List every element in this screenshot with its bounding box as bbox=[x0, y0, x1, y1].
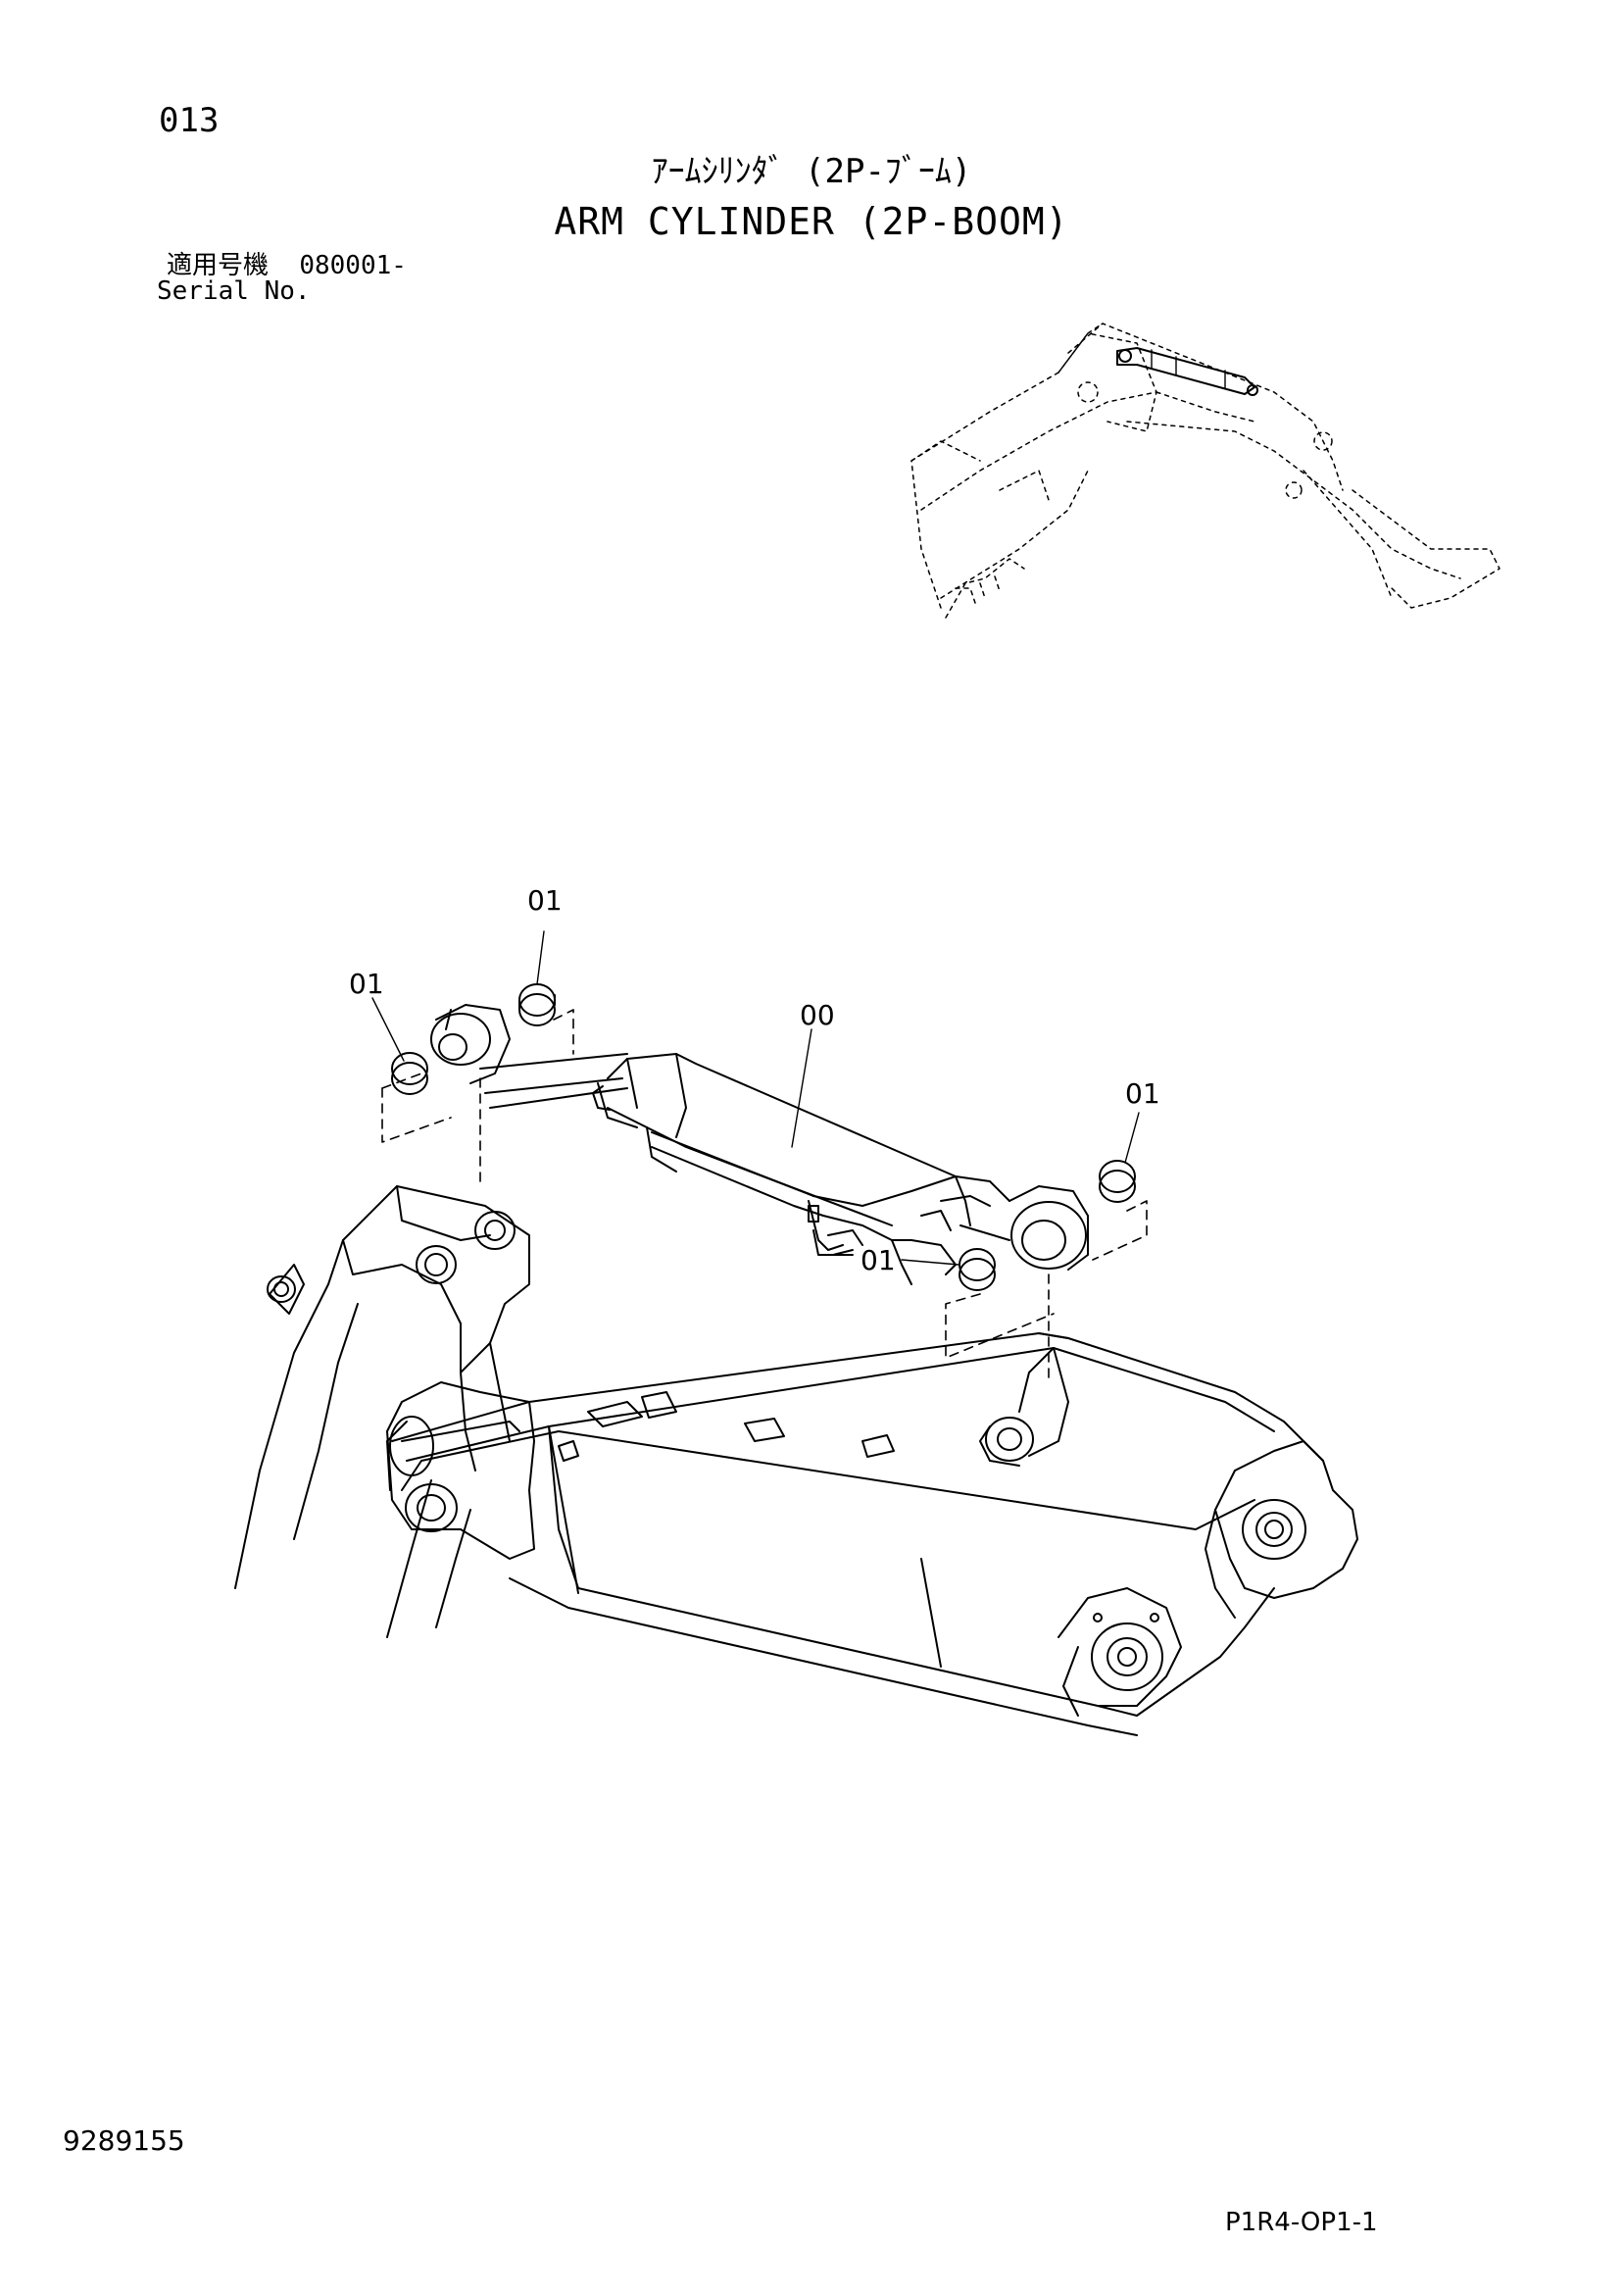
assembly-guide-lines bbox=[381, 1009, 1148, 1383]
serial-value: 080001- bbox=[299, 251, 407, 280]
serial-label-japanese: 適用号機 bbox=[167, 251, 270, 280]
page-code: P1R4-OP1-1 bbox=[1225, 2208, 1378, 2237]
serial-label-english: Serial No. bbox=[157, 276, 311, 306]
page-number: 013 bbox=[159, 101, 220, 140]
arm-cylinder-drawing bbox=[391, 983, 1136, 1291]
title-japanese: ｱｰﾑｼﾘﾝﾀﾞ (2P-ﾌﾞｰﾑ) bbox=[651, 152, 972, 191]
callout-bushing-left: 01 bbox=[349, 968, 384, 1000]
callout-leaders bbox=[371, 930, 1140, 1266]
callout-bushing-top: 01 bbox=[527, 884, 563, 917]
inset-excavator-outline bbox=[910, 323, 1500, 619]
callout-cylinder: 00 bbox=[800, 999, 835, 1031]
title-english: ARM CYLINDER (2P-BOOM) bbox=[554, 200, 1069, 243]
callout-bushing-right-lower: 01 bbox=[861, 1244, 896, 1276]
serial-line-japanese: 適用号機 080001- bbox=[167, 253, 407, 278]
drawing-number: 9289155 bbox=[63, 2124, 185, 2157]
arm-structure-drawing bbox=[234, 1185, 1358, 1736]
callout-bushing-right-upper: 01 bbox=[1125, 1077, 1160, 1110]
